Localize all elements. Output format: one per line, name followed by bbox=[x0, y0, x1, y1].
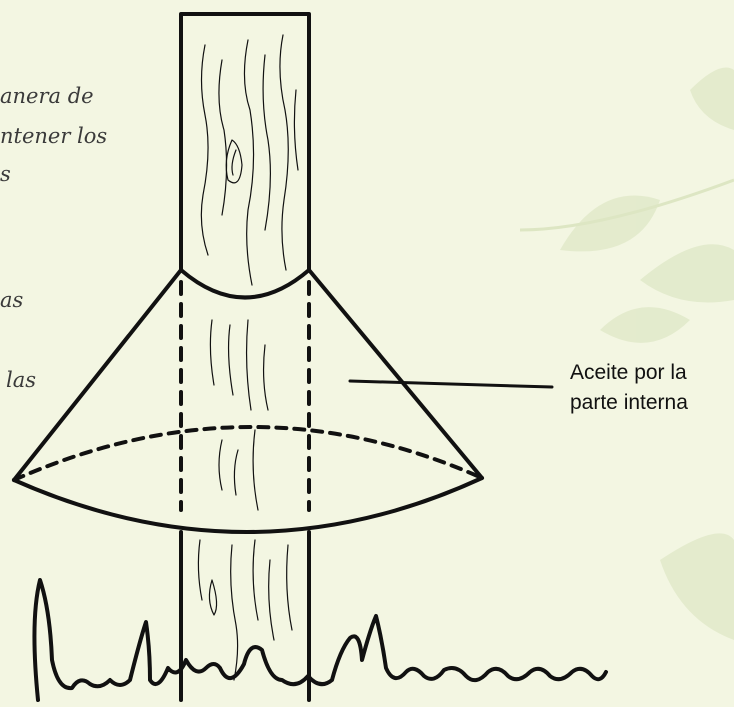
leaf-shape bbox=[640, 244, 734, 303]
cone-front-rim bbox=[12, 476, 484, 534]
left-text-line-4: as bbox=[0, 288, 24, 312]
callout-label-line-2: parte interna bbox=[570, 391, 688, 414]
left-text-line-2: ntener los bbox=[0, 124, 108, 148]
leaf-shape bbox=[690, 67, 734, 130]
wood-grain-lower bbox=[197, 539, 293, 681]
left-text-line-3: s bbox=[0, 162, 11, 186]
cone-left-side bbox=[12, 268, 183, 482]
leaf-shape bbox=[600, 307, 690, 343]
cone-right-side bbox=[307, 268, 484, 480]
left-text-line-1: anera de bbox=[0, 84, 94, 108]
left-text-line-5: las bbox=[6, 368, 37, 392]
grass-scribble bbox=[32, 578, 608, 702]
callout-pointer-line bbox=[348, 379, 554, 389]
leaf-shape bbox=[660, 533, 734, 640]
cone-back-rim-dashed bbox=[12, 425, 484, 482]
wood-grain-upper bbox=[200, 34, 299, 286]
leaf-shape bbox=[560, 195, 660, 252]
branch-shape bbox=[519, 178, 734, 232]
wood-grain-middle bbox=[209, 319, 269, 511]
callout-label-line-1: Aceite por la bbox=[570, 361, 687, 384]
